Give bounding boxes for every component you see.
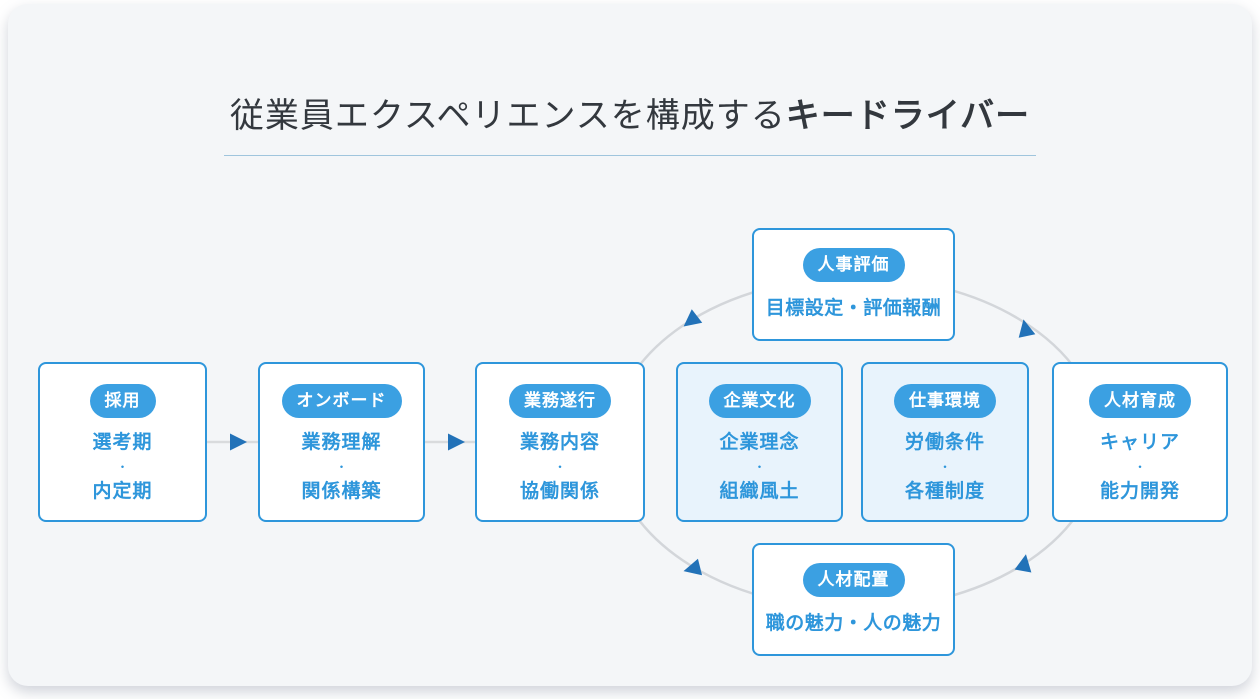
box-line: 業務理解 [301,432,382,453]
badge-recruitment: 採用 [89,384,156,418]
cycle-arrowhead-icon [683,309,703,327]
flow-box-corporate-culture: 企業文化 企業理念 ・ 組織風土 [676,362,843,522]
box-separator-dot: ・ [753,460,766,474]
box-separator-dot: ・ [553,460,566,474]
arrowhead-right-icon [448,433,465,451]
box-line: 協働関係 [519,481,600,502]
cycle-box-text: 職の魅力・人の魅力 [765,613,942,634]
box-separator-dot: ・ [335,460,348,474]
box-line: 能力開発 [1099,481,1180,502]
flow-box-work-environment: 仕事環境 労働条件 ・ 各種制度 [861,362,1029,522]
flow-box-onboarding: オンボード 業務理解 ・ 関係構築 [258,362,425,522]
cycle-box-staff-assignment: 人材配置 職の魅力・人の魅力 [752,543,955,656]
box-separator-dot: ・ [1133,460,1146,474]
box-line: 労働条件 [904,432,985,453]
box-line: 各種制度 [904,481,985,502]
page-title-wrap: 従業員エクスペリエンスを構成するキードライバー [0,88,1260,156]
box-line: 内定期 [92,481,153,502]
cycle-arrowhead-icon [1014,554,1032,573]
flow-box-talent-development: 人材育成 キャリア ・ 能力開発 [1052,362,1228,522]
box-line: 関係構築 [301,481,382,502]
box-line: 組織風土 [719,481,800,502]
page-title-regular: 従業員エクスペリエンスを構成する [229,97,786,135]
cycle-box-hr-evaluation: 人事評価 目標設定・評価報酬 [752,228,955,341]
page-title: 従業員エクスペリエンスを構成するキードライバー [223,88,1037,156]
arrowhead-right-icon [230,433,247,451]
cycle-arrowhead-icon [683,558,703,576]
box-line: 選考期 [92,432,153,453]
flow-box-recruitment: 採用 選考期 ・ 内定期 [38,362,207,522]
cycle-arrowhead-icon [1018,319,1036,338]
slide-panel [8,4,1252,686]
box-line: キャリア [1099,432,1180,453]
badge-onboarding: オンボード [281,384,402,418]
badge-corporate-culture: 企業文化 [708,384,811,418]
box-separator-dot: ・ [938,460,951,474]
cycle-box-text: 目標設定・評価報酬 [765,298,942,319]
page-title-bold: キードライバー [785,97,1031,135]
badge-talent-development: 人材育成 [1089,384,1191,418]
flow-box-work-execution: 業務遂行 業務内容 ・ 協働関係 [475,362,645,522]
badge-hr-evaluation: 人事評価 [802,248,905,282]
box-line: 業務内容 [519,432,600,453]
badge-work-execution: 業務遂行 [509,384,611,418]
badge-work-environment: 仕事環境 [894,384,996,418]
box-separator-dot: ・ [116,460,129,474]
badge-staff-assignment: 人材配置 [802,563,905,597]
box-line: 企業理念 [719,432,800,453]
